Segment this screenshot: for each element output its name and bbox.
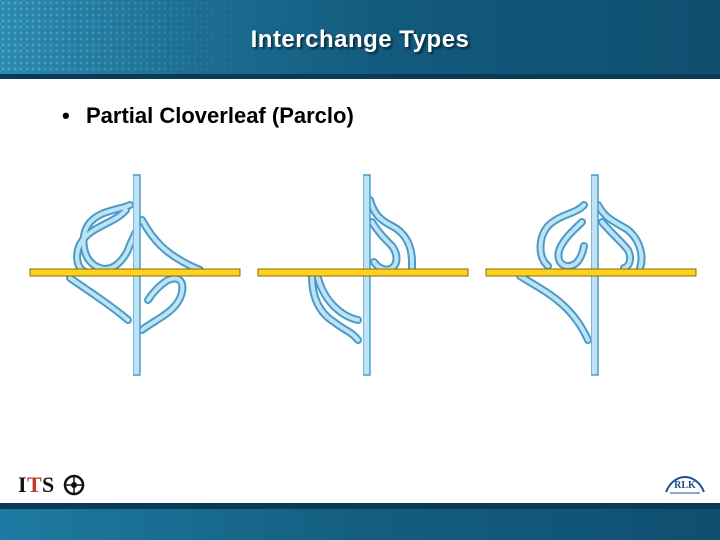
footer-band <box>0 509 720 540</box>
bullet-text: Partial Cloverleaf (Parclo) <box>86 103 354 128</box>
footer-bar <box>0 503 720 540</box>
svg-text:S: S <box>42 472 54 497</box>
crossroad <box>257 268 469 277</box>
parclo-diagram-2 <box>257 175 469 375</box>
title-banner <box>0 0 720 74</box>
ramps <box>66 201 204 334</box>
bullet-symbol: • <box>62 103 70 128</box>
slide-title: Interchange Types <box>250 26 470 53</box>
bullet-item: • Partial Cloverleaf (Parclo) <box>62 103 354 129</box>
parclo-diagram-3 <box>485 175 697 375</box>
rlk-logo: RLK <box>665 476 705 494</box>
svg-text:I: I <box>18 472 27 497</box>
banner-stripe <box>0 74 720 79</box>
footer-stripe <box>0 503 720 509</box>
parclo-diagram-1 <box>29 175 241 375</box>
svg-text:T: T <box>27 472 42 497</box>
banner-dot-pattern <box>0 0 260 74</box>
ramps <box>516 201 646 344</box>
itso-logo: I T S <box>18 472 85 497</box>
svg-text:RLK: RLK <box>674 480 696 491</box>
crossroad <box>29 268 241 277</box>
crossroad <box>485 268 697 277</box>
